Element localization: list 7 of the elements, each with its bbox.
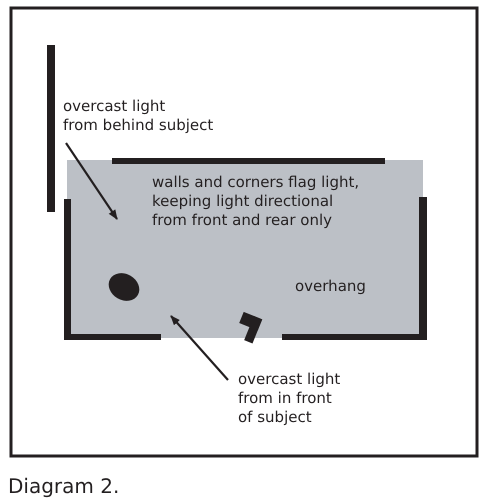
area-label: overhang [295, 277, 366, 296]
note-text: walls and corners flag light, keeping light directional from front and rear only [152, 173, 360, 230]
callout-text: overcast light from in front of subject [238, 370, 340, 427]
caption: Diagram 2. [8, 474, 120, 498]
arrow [65, 142, 118, 220]
arrow [170, 315, 229, 381]
callout-text: overcast light from behind subject [63, 97, 214, 135]
